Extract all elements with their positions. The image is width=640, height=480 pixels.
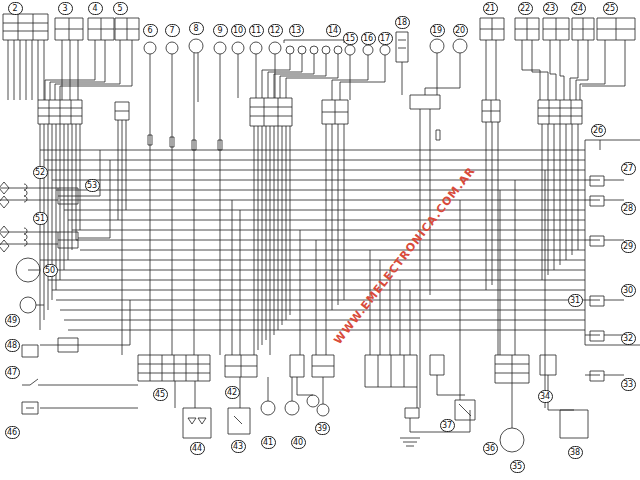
bulb-symbol bbox=[144, 42, 156, 54]
callout-number: 45 bbox=[153, 388, 168, 401]
callout-number: 35 bbox=[510, 460, 525, 473]
callout-number: 23 bbox=[543, 2, 558, 15]
callout-number: 36 bbox=[483, 442, 498, 455]
wire bbox=[175, 375, 574, 428]
bulb-symbol bbox=[144, 39, 467, 55]
callout-number: 43 bbox=[231, 440, 246, 453]
callout-number: 30 bbox=[621, 284, 636, 297]
callout-number: 29 bbox=[621, 240, 636, 253]
callout-number: 47 bbox=[5, 366, 20, 379]
callout-number: 14 bbox=[326, 24, 341, 37]
wire bbox=[8, 40, 625, 180]
bulb-symbol bbox=[189, 39, 203, 53]
bulb-symbol bbox=[261, 401, 275, 415]
callout-number: 4 bbox=[88, 2, 103, 15]
callout-number: 49 bbox=[5, 314, 20, 327]
callout-number: 37 bbox=[440, 419, 455, 432]
connector-block bbox=[138, 355, 556, 387]
wire bbox=[40, 109, 578, 408]
callout-number: 10 bbox=[231, 24, 246, 37]
callout-number: 27 bbox=[621, 162, 636, 175]
callout-number: 46 bbox=[5, 426, 20, 439]
turn-signal-symbol bbox=[0, 182, 78, 352]
callout-number: 15 bbox=[343, 32, 358, 45]
callout-number: 28 bbox=[621, 202, 636, 215]
bulb-symbol bbox=[166, 42, 178, 54]
bulb-symbol bbox=[322, 46, 330, 54]
bulb-symbol bbox=[250, 42, 262, 54]
callout-number: 51 bbox=[33, 212, 48, 225]
bulb-symbol bbox=[310, 46, 318, 54]
bulb-symbol bbox=[430, 39, 444, 53]
callout-number: 5 bbox=[113, 2, 128, 15]
switch-symbol bbox=[22, 345, 40, 414]
bulb-symbol bbox=[345, 45, 355, 55]
callout-number: 6 bbox=[143, 24, 158, 37]
callout-number: 13 bbox=[289, 24, 304, 37]
callout-number: 22 bbox=[518, 2, 533, 15]
callout-number: 42 bbox=[225, 386, 240, 399]
bulb-symbol bbox=[269, 42, 281, 54]
callout-number: 50 bbox=[43, 264, 58, 277]
bulb-symbol bbox=[214, 42, 226, 54]
callout-number: 11 bbox=[249, 24, 264, 37]
callout-number: 8 bbox=[189, 22, 204, 35]
callout-number: 19 bbox=[430, 24, 445, 37]
callout-number: 41 bbox=[261, 436, 276, 449]
bulb-symbol bbox=[298, 46, 306, 54]
component-symbol bbox=[183, 400, 588, 446]
bulb-symbol bbox=[380, 45, 390, 55]
gauge-symbol bbox=[20, 297, 36, 313]
connector-block bbox=[38, 95, 582, 126]
sensor-symbol bbox=[396, 32, 408, 62]
bulb-symbol bbox=[363, 45, 373, 55]
callout-number: 31 bbox=[568, 294, 583, 307]
callout-number: 17 bbox=[378, 32, 393, 45]
wire bbox=[40, 140, 600, 408]
callout-number: 24 bbox=[571, 2, 586, 15]
ecu-box bbox=[585, 140, 640, 381]
callout-number: 7 bbox=[165, 24, 180, 37]
callout-number: 33 bbox=[621, 378, 636, 391]
callout-number: 18 bbox=[395, 16, 410, 29]
callout-number: 40 bbox=[291, 436, 306, 449]
callout-number: 16 bbox=[361, 32, 376, 45]
callout-number: 38 bbox=[568, 446, 583, 459]
callout-number: 39 bbox=[315, 422, 330, 435]
callout-number: 9 bbox=[213, 24, 228, 37]
callout-number: 32 bbox=[621, 332, 636, 345]
callout-number: 2 bbox=[8, 2, 23, 15]
bulb-symbol bbox=[334, 46, 342, 54]
switch-symbol bbox=[3, 14, 635, 40]
fuse-symbol bbox=[148, 130, 440, 150]
callout-number: 20 bbox=[453, 24, 468, 37]
bracket bbox=[284, 40, 344, 43]
watermark: WWW.EMELECTRONICA.COM.AR bbox=[332, 164, 479, 346]
callout-number: 52 bbox=[33, 166, 48, 179]
callout-number: 26 bbox=[591, 124, 606, 137]
callout-number: 48 bbox=[5, 339, 20, 352]
callout-number: 21 bbox=[483, 2, 498, 15]
callout-number: 53 bbox=[85, 179, 100, 192]
bulb-symbol bbox=[307, 395, 319, 407]
callout-number: 34 bbox=[538, 390, 553, 403]
starter-motor-symbol bbox=[500, 428, 524, 452]
callout-number: 12 bbox=[268, 24, 283, 37]
wire bbox=[0, 150, 600, 408]
bulb-symbol bbox=[317, 404, 329, 416]
bulb-symbol bbox=[232, 42, 244, 54]
callout-number: 3 bbox=[58, 2, 73, 15]
callout-number: 25 bbox=[603, 2, 618, 15]
bulb-symbol bbox=[453, 39, 467, 53]
bulb-symbol bbox=[285, 401, 299, 415]
gauge-symbol bbox=[16, 258, 40, 282]
bulb-symbol bbox=[286, 46, 294, 54]
callout-number: 44 bbox=[190, 442, 205, 455]
